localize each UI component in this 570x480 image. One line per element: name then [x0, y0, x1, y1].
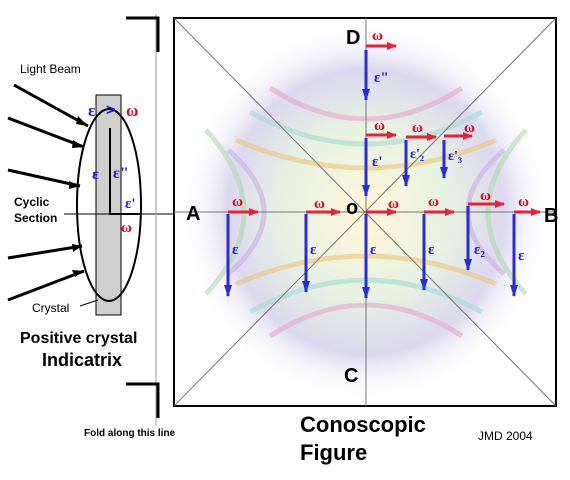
omega-center: ω	[388, 196, 399, 212]
caption-line1: Conoscopic	[300, 412, 426, 437]
eps-prime-label: ε'	[372, 154, 383, 170]
point-O: o	[346, 197, 358, 219]
eps-label-left: ε	[92, 166, 99, 183]
eps-center: ε	[370, 242, 377, 258]
omega-right1: ω	[428, 194, 439, 210]
caption-line2: Figure	[300, 440, 367, 465]
eps-B: ε	[518, 248, 525, 264]
omega-r2: ω	[412, 120, 423, 136]
light-beam-rays	[7, 83, 89, 302]
section-label: Section	[14, 211, 57, 225]
eps-prime-label: ε'	[125, 196, 136, 212]
eps-label-top: ε	[88, 101, 95, 120]
omega-arrows	[228, 42, 541, 216]
panel-title-line2: Indicatrix	[42, 350, 122, 370]
omega-label-top: ω	[126, 101, 138, 120]
eps2-label: ε₂	[474, 242, 485, 258]
omega-right2: ω	[480, 188, 491, 204]
omega-left2: ω	[314, 196, 325, 212]
omega-B: ω	[518, 194, 529, 210]
crystal-leader-line	[79, 299, 99, 307]
eps-right1: ε	[428, 242, 435, 258]
eps-A: ε	[232, 242, 239, 258]
crystal-slab	[95, 94, 122, 316]
eps-prime3-label: ε'₃	[448, 149, 462, 164]
point-A: A	[186, 203, 200, 225]
epsilon-axis-marker	[109, 128, 140, 215]
fold-bracket-top	[126, 16, 160, 52]
cyclic-label: Cyclic	[14, 195, 50, 209]
eps-double-prime-label: ε"	[113, 165, 129, 182]
omega-r1: ω	[374, 118, 385, 134]
point-D: D	[346, 27, 360, 49]
light-beam-label: Light Beam	[20, 62, 81, 76]
eps-left2: ε	[310, 242, 317, 258]
point-B: B	[544, 205, 558, 227]
crystal-label: Crystal	[32, 301, 69, 315]
fold-label: Fold along this line	[84, 428, 176, 439]
eps-double-prime-D: ε"	[374, 70, 389, 86]
credit-label: JMD 2004	[478, 429, 533, 443]
omega-A: ω	[232, 194, 243, 210]
omega-D: ω	[372, 28, 383, 44]
omega-label-bottom: ω	[121, 220, 132, 236]
point-C: C	[344, 365, 358, 387]
epsilon-arrows	[224, 50, 518, 299]
panel-title-line1: Positive crystal	[20, 330, 137, 347]
indicatrix-ellipse	[76, 108, 142, 302]
eps-prime2-label: ε'₂	[410, 147, 424, 162]
omega-r3: ω	[464, 120, 475, 136]
gt-sign: >	[106, 102, 115, 119]
fold-bracket-bottom	[126, 382, 160, 418]
